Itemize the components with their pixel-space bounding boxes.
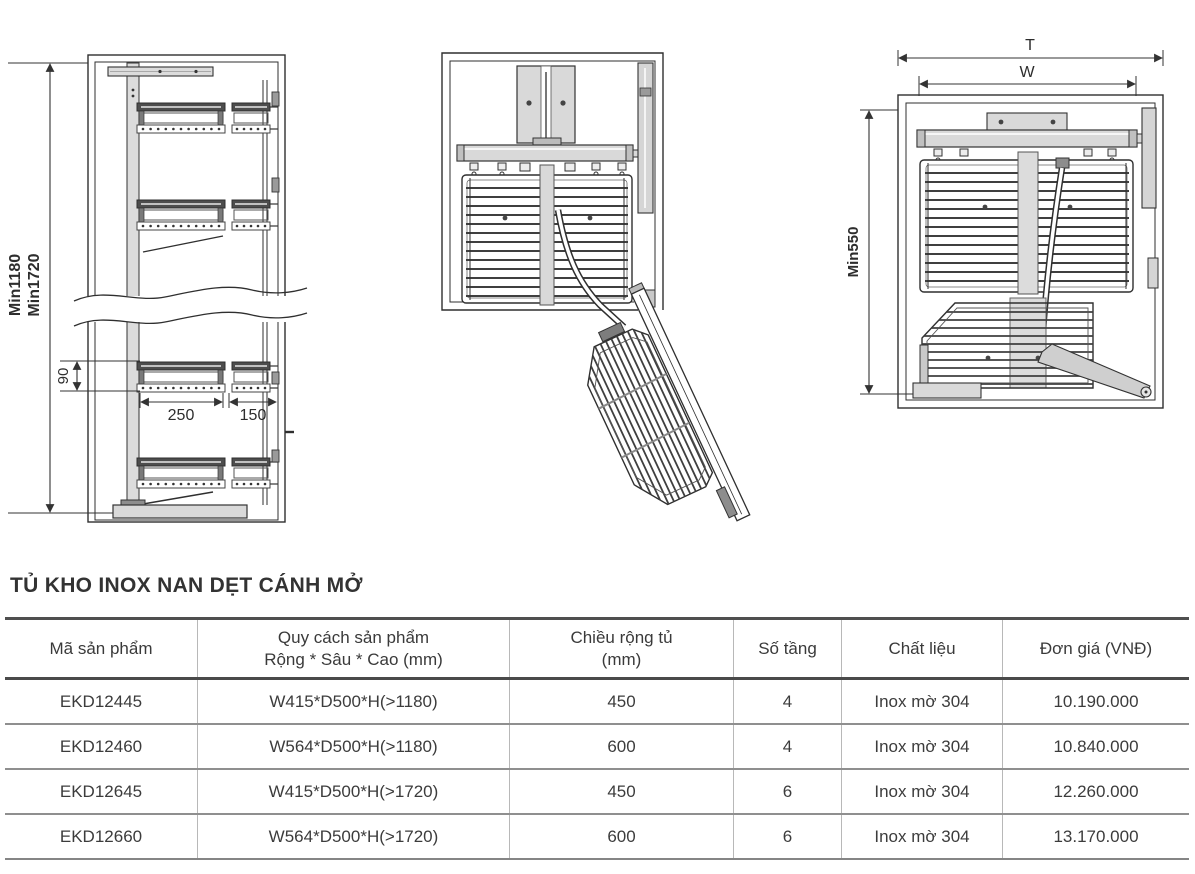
cell-cabinet-width: 600	[509, 725, 733, 768]
cell-specification: W415*D500*H(>1180)	[197, 680, 509, 723]
cell-tiers: 4	[733, 680, 841, 723]
cell-tiers: 4	[733, 725, 841, 768]
cell-unit-price: 10.840.000	[1002, 725, 1189, 768]
cell-material: Inox mờ 304	[841, 815, 1002, 858]
dim-label-T: T	[1025, 37, 1035, 54]
cell-unit-price: 10.190.000	[1002, 680, 1189, 723]
dim-label-150: 150	[240, 407, 267, 424]
dim-label-W: W	[1019, 64, 1035, 81]
page-title: TỦ KHO INOX NAN DẸT CÁNH MỞ	[10, 574, 363, 597]
table-row: EKD12660 W564*D500*H(>1720) 600 6 Inox m…	[5, 815, 1189, 860]
dim-label-min1720: Min1720	[26, 253, 43, 316]
table-row: EKD12460 W564*D500*H(>1180) 600 4 Inox m…	[5, 725, 1189, 770]
cell-unit-price: 12.260.000	[1002, 770, 1189, 813]
dim-label-250: 250	[168, 407, 195, 424]
technical-drawings: Min1180 Min1720 90 250 150	[7, 37, 1164, 523]
cell-tiers: 6	[733, 815, 841, 858]
cell-product-code: EKD12445	[59, 691, 143, 711]
col-header-tiers: Số tầng	[733, 620, 841, 677]
cell-material: Inox mờ 304	[841, 725, 1002, 768]
top-view-drawing: T W Min550	[845, 37, 1164, 409]
col-header-unit-price: Đơn giá (VNĐ)	[1002, 620, 1189, 677]
cell-cabinet-width: 450	[509, 680, 733, 723]
cell-specification: W564*D500*H(>1180)	[197, 725, 509, 768]
cell-material: Inox mờ 304	[841, 770, 1002, 813]
cell-material: Inox mờ 304	[841, 680, 1002, 723]
col-header-product-code: Mã sản phẩm	[49, 638, 153, 658]
cell-cabinet-width: 450	[509, 770, 733, 813]
cell-cabinet-width: 600	[509, 815, 733, 858]
col-header-cabinet-width: Chiều rộng tủ(mm)	[509, 620, 733, 677]
col-header-material: Chất liệu	[841, 620, 1002, 677]
cell-product-code: EKD12460	[59, 736, 143, 756]
open-view-drawing	[441, 52, 751, 522]
table-row: EKD12645 W415*D500*H(>1720) 450 6 Inox m…	[5, 770, 1189, 815]
cell-product-code: EKD12645	[59, 781, 143, 801]
dim-label-min550: Min550	[845, 227, 862, 278]
cell-specification: W564*D500*H(>1720)	[197, 815, 509, 858]
front-view-drawing: Min1180 Min1720 90 250 150	[7, 54, 310, 523]
cell-unit-price: 13.170.000	[1002, 815, 1189, 858]
table-row: EKD12445 W415*D500*H(>1180) 450 4 Inox m…	[5, 680, 1189, 725]
dim-label-min1180: Min1180	[7, 254, 24, 316]
dim-label-90: 90	[55, 368, 72, 385]
cell-specification: W415*D500*H(>1720)	[197, 770, 509, 813]
cell-tiers: 6	[733, 770, 841, 813]
cell-product-code: EKD12660	[59, 826, 143, 846]
